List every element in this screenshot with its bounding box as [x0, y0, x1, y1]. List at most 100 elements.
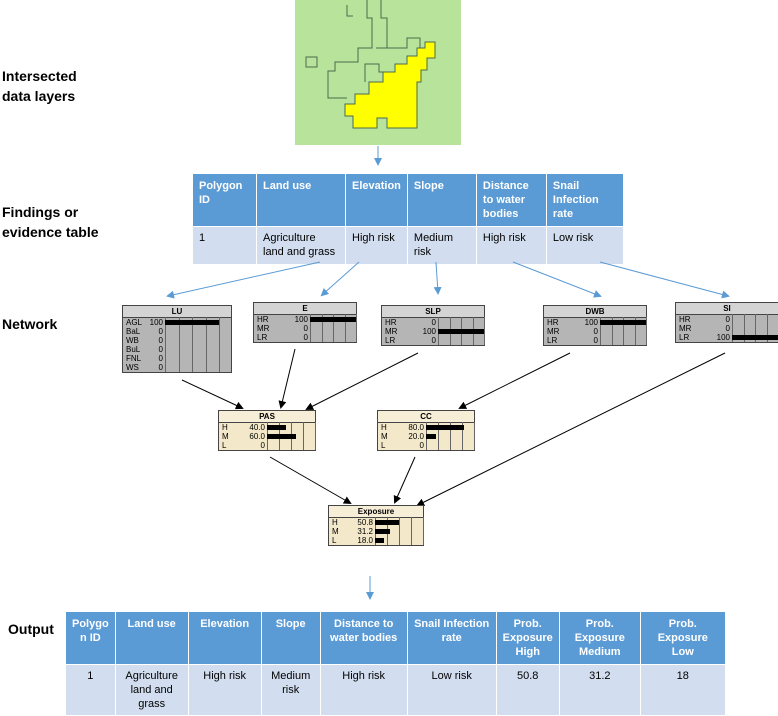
- bar-area: [600, 336, 646, 345]
- evidence-cell: 1: [193, 227, 256, 264]
- intersected-map: [295, 0, 461, 145]
- node-title: SI: [676, 303, 778, 315]
- output-header-cell: Slope: [261, 612, 320, 664]
- probability-bar: [267, 425, 286, 430]
- probability-bar: [438, 329, 484, 334]
- state-value: 40.0: [249, 423, 265, 432]
- state-label: FNL: [126, 354, 142, 363]
- bar-gridline: [600, 317, 601, 345]
- output-header-row: Polygo n ID Land use Elevation Slope Dis…: [66, 612, 725, 664]
- bar-gridline: [623, 317, 624, 345]
- state-value: 100: [149, 318, 163, 327]
- evidence-cell: Medium risk: [407, 227, 476, 264]
- evidence-cell: Agriculture land and grass: [257, 227, 345, 264]
- state-value: 0: [158, 327, 163, 336]
- bar-area: [732, 333, 778, 342]
- risk-polygon: [344, 41, 436, 129]
- state-value: 0: [303, 324, 308, 333]
- intersected-label-line2: data layers: [2, 88, 76, 104]
- evidence-to-e-arrow: [320, 261, 360, 297]
- state-label: BaL: [126, 327, 141, 336]
- state-label: L: [332, 536, 337, 545]
- state-label: M: [381, 432, 388, 441]
- bar-gridline: [635, 317, 636, 345]
- bar-area: [426, 432, 474, 441]
- state-value: 0: [593, 327, 598, 336]
- output-cell: Low risk: [407, 665, 496, 715]
- state-label: HR: [257, 315, 269, 324]
- state-value: 60.0: [249, 432, 265, 441]
- node-title: SLP: [382, 306, 484, 318]
- bar-gridline: [192, 317, 193, 372]
- state-value: 100: [716, 333, 730, 342]
- evidence-header-cell: Snail Infection rate: [546, 174, 623, 226]
- output-header-cell: Polygo n ID: [66, 612, 115, 664]
- state-value: 0: [158, 336, 163, 345]
- state-row: HR 0: [382, 318, 484, 327]
- probability-bar: [267, 434, 296, 439]
- output-label: Output: [8, 621, 54, 637]
- bar-area: [165, 345, 219, 354]
- probability-bar: [375, 529, 390, 534]
- bar-gridline: [315, 422, 316, 450]
- bar-gridline: [399, 517, 400, 545]
- pas-to-exposure-arrow: [269, 456, 352, 504]
- state-row: WB 0: [123, 336, 231, 345]
- evidence-header-cell: Polygon ID: [193, 174, 256, 226]
- output-cell: High risk: [188, 665, 261, 715]
- output-cell: 18: [640, 665, 725, 715]
- state-label: AGL: [126, 318, 143, 327]
- state-label: H: [381, 423, 387, 432]
- output-header-cell: Land use: [115, 612, 188, 664]
- probability-bar: [375, 538, 384, 543]
- state-value: 0: [431, 318, 436, 327]
- bar-area: [732, 315, 778, 324]
- evidence-table: Polygon ID Land use Elevation Slope Dist…: [192, 173, 624, 265]
- state-label: HR: [547, 318, 559, 327]
- node-title: E: [254, 303, 356, 315]
- evidence-cell: High risk: [346, 227, 407, 264]
- state-value: 100: [422, 327, 436, 336]
- bar-gridline: [462, 422, 463, 450]
- evidence-header-cell: Distance to water bodies: [476, 174, 546, 226]
- bar-gridline: [165, 317, 166, 372]
- bar-gridline: [345, 314, 346, 342]
- state-value: 100: [294, 315, 308, 324]
- state-label: L: [222, 441, 227, 450]
- bar-area: [267, 423, 315, 432]
- bar-area: [267, 432, 315, 441]
- state-value: 31.2: [357, 527, 373, 536]
- evidence-header-row: Polygon ID Land use Elevation Slope Dist…: [193, 174, 623, 226]
- map-drawing: [305, 0, 436, 129]
- bar-area: [600, 318, 646, 327]
- evidence-to-si-arrow: [599, 261, 730, 299]
- map-boundary-line: [327, 0, 373, 99]
- state-row: AGL 100: [123, 318, 231, 327]
- state-label: WB: [126, 336, 139, 345]
- output-header-cell: Prob. Exposure High: [496, 612, 559, 664]
- state-label: HR: [385, 318, 397, 327]
- state-label: WS: [126, 363, 139, 372]
- bar-gridline: [612, 317, 613, 345]
- output-header-cell: Elevation: [188, 612, 261, 664]
- output-header-cell: Distance to water bodies: [320, 612, 407, 664]
- bar-area: [732, 324, 778, 333]
- bar-gridline: [356, 314, 357, 342]
- bar-gridline: [474, 422, 475, 450]
- findings-label-line1: Findings or: [2, 204, 79, 220]
- probability-bar: [375, 520, 399, 525]
